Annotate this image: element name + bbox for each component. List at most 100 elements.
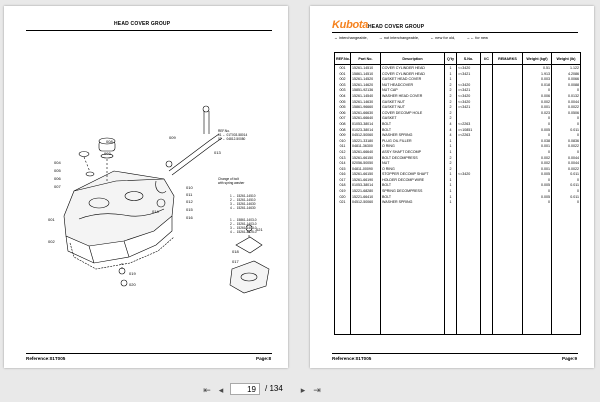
col-header-weight-lb: Weight (lb): [551, 52, 581, 65]
cell-wlb: 0: [551, 189, 581, 195]
note-line: with spring washer: [218, 181, 245, 185]
cell-wlb: 0.0088: [551, 82, 581, 89]
cell-wlb: 0.0044: [551, 99, 581, 106]
last-page-icon[interactable]: ⇥: [313, 385, 321, 395]
part-change-list: 1 ← 15261-14510 2 ← 15261-14510 3 ← 1526…: [230, 194, 256, 210]
viewer-toolbar: ⇤ ◂ 19 / 134 ▸ ⇥: [0, 378, 600, 402]
left-footer-rule: [26, 353, 272, 354]
cell-wlb: 4.2086: [551, 71, 581, 78]
left-page-number: Page:8: [256, 356, 272, 361]
right-reference: Reference:01T005: [332, 356, 372, 361]
svg-text:021: 021: [256, 227, 263, 232]
note-line: 3 ← 15261-1403-0: [230, 226, 257, 230]
cell-wlb: 0.0066: [551, 77, 581, 83]
cell-sno: <=3420: [456, 64, 481, 72]
right-page-title: HEAD COVER GROUP: [368, 24, 425, 30]
empty-cell: [334, 205, 351, 335]
cell-wlb: 0: [551, 177, 581, 184]
cell-desc: COVER CYLINDER HEAD: [380, 64, 445, 72]
svg-text:003: 003: [104, 151, 111, 156]
table-header-row: REF.No. Part No. Description Q'ty S.No. …: [334, 52, 581, 65]
svg-text:011: 011: [186, 192, 193, 197]
cell-wlb: 0.011: [551, 127, 581, 134]
next-page-icon[interactable]: ▸: [300, 385, 306, 395]
svg-text:012: 012: [186, 199, 193, 204]
right-page: Kubota HEAD COVER GROUP ↔ interchangeabl…: [310, 6, 594, 368]
cell-wlb: 0: [551, 200, 581, 206]
svg-text:016: 016: [186, 215, 193, 220]
left-page: HEAD COVER GROUP: [4, 6, 288, 368]
left-header-rule: [26, 30, 272, 31]
col-header-desc: Description: [380, 52, 445, 65]
empty-cell: [456, 205, 481, 335]
cell-wlb: 0.011: [551, 183, 581, 190]
cell-wlb: 0.0506: [551, 110, 581, 117]
svg-text:004: 004: [54, 160, 61, 165]
svg-text:013: 013: [214, 150, 221, 155]
svg-text:006: 006: [54, 176, 61, 181]
svg-text:019: 019: [129, 271, 136, 276]
svg-text:014: 014: [152, 209, 159, 214]
note-line: 01 ← 01T003-58014: [218, 133, 248, 137]
svg-text:008: 008: [106, 139, 113, 144]
exploded-diagram: 008 004 005 006 007 001 002 003 009 013 …: [48, 105, 270, 294]
legend-item: → not interchangeable,: [378, 35, 420, 40]
cell-wlb: 0: [551, 116, 581, 122]
svg-text:007: 007: [54, 184, 61, 189]
first-page-icon[interactable]: ⇤: [203, 385, 211, 395]
cell-wlb: 0.0044: [551, 161, 581, 167]
note-line: 4 ← 15261-4625-0: [230, 230, 257, 234]
empty-cell: [444, 205, 457, 335]
note-line: 3 ← 15261-14630: [230, 202, 256, 206]
cell-wlb: 0.0022: [551, 105, 581, 111]
col-header-ic: I/C: [480, 52, 493, 65]
col-header-part: Part No.: [350, 52, 381, 65]
svg-text:005: 005: [54, 168, 61, 173]
cell-wlb: 1.122: [551, 64, 581, 72]
svg-text:010: 010: [186, 185, 193, 190]
previous-page-icon[interactable]: ◂: [218, 385, 224, 395]
note-line: Change of bolt: [218, 177, 239, 181]
svg-text:017: 017: [232, 259, 239, 264]
cell-wkg: 0.51: [522, 64, 552, 72]
right-footer-rule: [332, 353, 578, 354]
note-line: 2 ← 15261-14510: [230, 198, 256, 202]
change-note: REF.No. 01 ← 01T003-58014 02 ← 04812-500…: [218, 129, 247, 141]
empty-cell: [380, 205, 445, 335]
part-change-list-2: 1 ← 15861-1403-0 2 ← 15261-1403-0 3 ← 15…: [230, 218, 257, 234]
empty-cell: [522, 205, 552, 335]
empty-cell: [551, 205, 581, 335]
svg-text:001: 001: [48, 217, 55, 222]
note-line: 1 ← 15861-1403-0: [230, 218, 257, 222]
legend-item: →← for new: [466, 35, 488, 40]
svg-text:018: 018: [232, 249, 239, 254]
svg-text:020: 020: [129, 282, 136, 287]
bolt-note: Change of bolt with spring washer: [218, 177, 244, 185]
cell-part: 15261-14510: [350, 64, 381, 72]
brand-text: Kubota: [332, 19, 369, 31]
legend: ↔ interchangeable, → not interchangeable…: [334, 35, 498, 40]
page-number-input[interactable]: 19: [230, 383, 260, 395]
cell-wlb: 0.0044: [551, 155, 581, 162]
empty-cell: [480, 205, 493, 335]
